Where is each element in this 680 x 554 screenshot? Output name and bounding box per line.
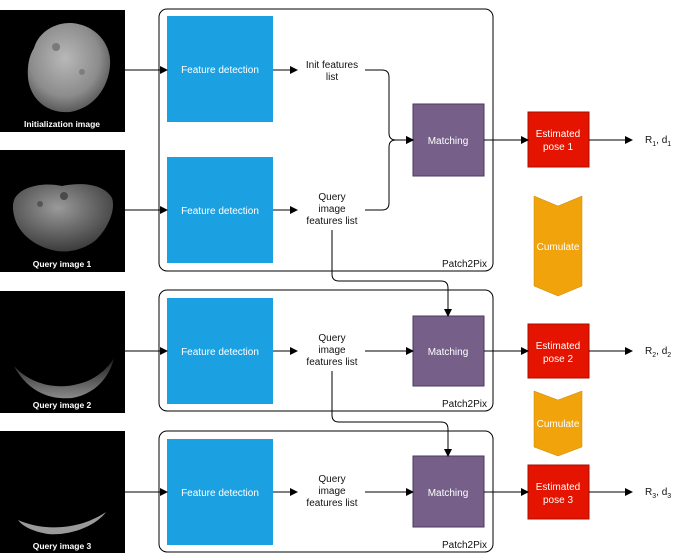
feature-detection-box-q2 [167,298,273,404]
feature-detection-box-init [167,16,273,122]
asteroid-shape-init [27,23,111,113]
query-image-1-label: Query image 1 [33,259,92,269]
query-features-2-line3: features list [306,357,357,368]
pose-1-line2: pose 1 [543,142,573,153]
feature-detection-label-q2: Feature detection [181,347,259,358]
pose-3-line1: Estimated [536,482,580,493]
matching-label-3: Matching [428,488,469,499]
patch2pix-label-2: Patch2Pix [442,399,487,410]
patch2pix-label-3: Patch2Pix [442,540,487,551]
cumulate-label-2: Cumulate [537,419,580,430]
feature-detection-label-init: Feature detection [181,65,259,76]
query-features-1-line2: image [318,204,346,215]
feature-detection-box-q1 [167,157,273,263]
init-features-line1: Init features [306,60,358,71]
cumulate-chevron-2 [533,390,583,457]
query-image-1-panel: Query image 1 [0,150,125,272]
arrow-qlist1-to-matching [365,136,414,211]
query-features-1-line3: features list [306,216,357,227]
pose-box-1 [527,111,590,168]
arrow-initlist-to-matching [365,69,414,144]
output-3: R3, d3 [645,487,671,500]
pose-3-line2: pose 3 [543,495,573,506]
query-image-3-label: Query image 3 [33,541,92,551]
query-features-3-line3: features list [306,498,357,509]
query-features-3-line2: image [318,486,346,497]
query-features-2-line1: Query [318,333,345,344]
cumulate-label-1: Cumulate [537,242,580,253]
matching-label-1: Matching [428,136,469,147]
arrow-qlist1-to-matching2 [331,230,452,317]
query-image-2-panel: Query image 2 [0,291,125,413]
pose-2-line1: Estimated [536,341,580,352]
query-features-3-line1: Query [318,474,345,485]
output-2: R2, d2 [645,346,671,359]
cumulate-chevron-1 [533,195,583,297]
query-features-2-line2: image [318,345,346,356]
feature-detection-label-q3: Feature detection [181,488,259,499]
init-image-panel: Initialization image [0,10,125,132]
init-features-line2: list [326,72,338,83]
asteroid-crescent-q3 [18,512,106,535]
query-features-1-line1: Query [318,192,345,203]
query-image-2-label: Query image 2 [33,400,92,410]
asteroid-shape-q1 [12,184,114,252]
matching-label-2: Matching [428,347,469,358]
output-1: R1, d1 [645,135,671,148]
patch2pix-label-1: Patch2Pix [442,259,487,270]
arrow-qlist2-to-matching3 [331,371,452,457]
pose-box-3 [527,464,590,520]
pose-1-line1: Estimated [536,129,580,140]
pose-box-2 [527,323,590,379]
asteroid-crescent-q2 [14,358,114,399]
init-image-label: Initialization image [24,119,100,129]
feature-detection-box-q3 [167,439,273,545]
pose-2-line2: pose 2 [543,354,573,365]
query-image-3-panel: Query image 3 [0,431,125,553]
feature-detection-label-q1: Feature detection [181,206,259,217]
